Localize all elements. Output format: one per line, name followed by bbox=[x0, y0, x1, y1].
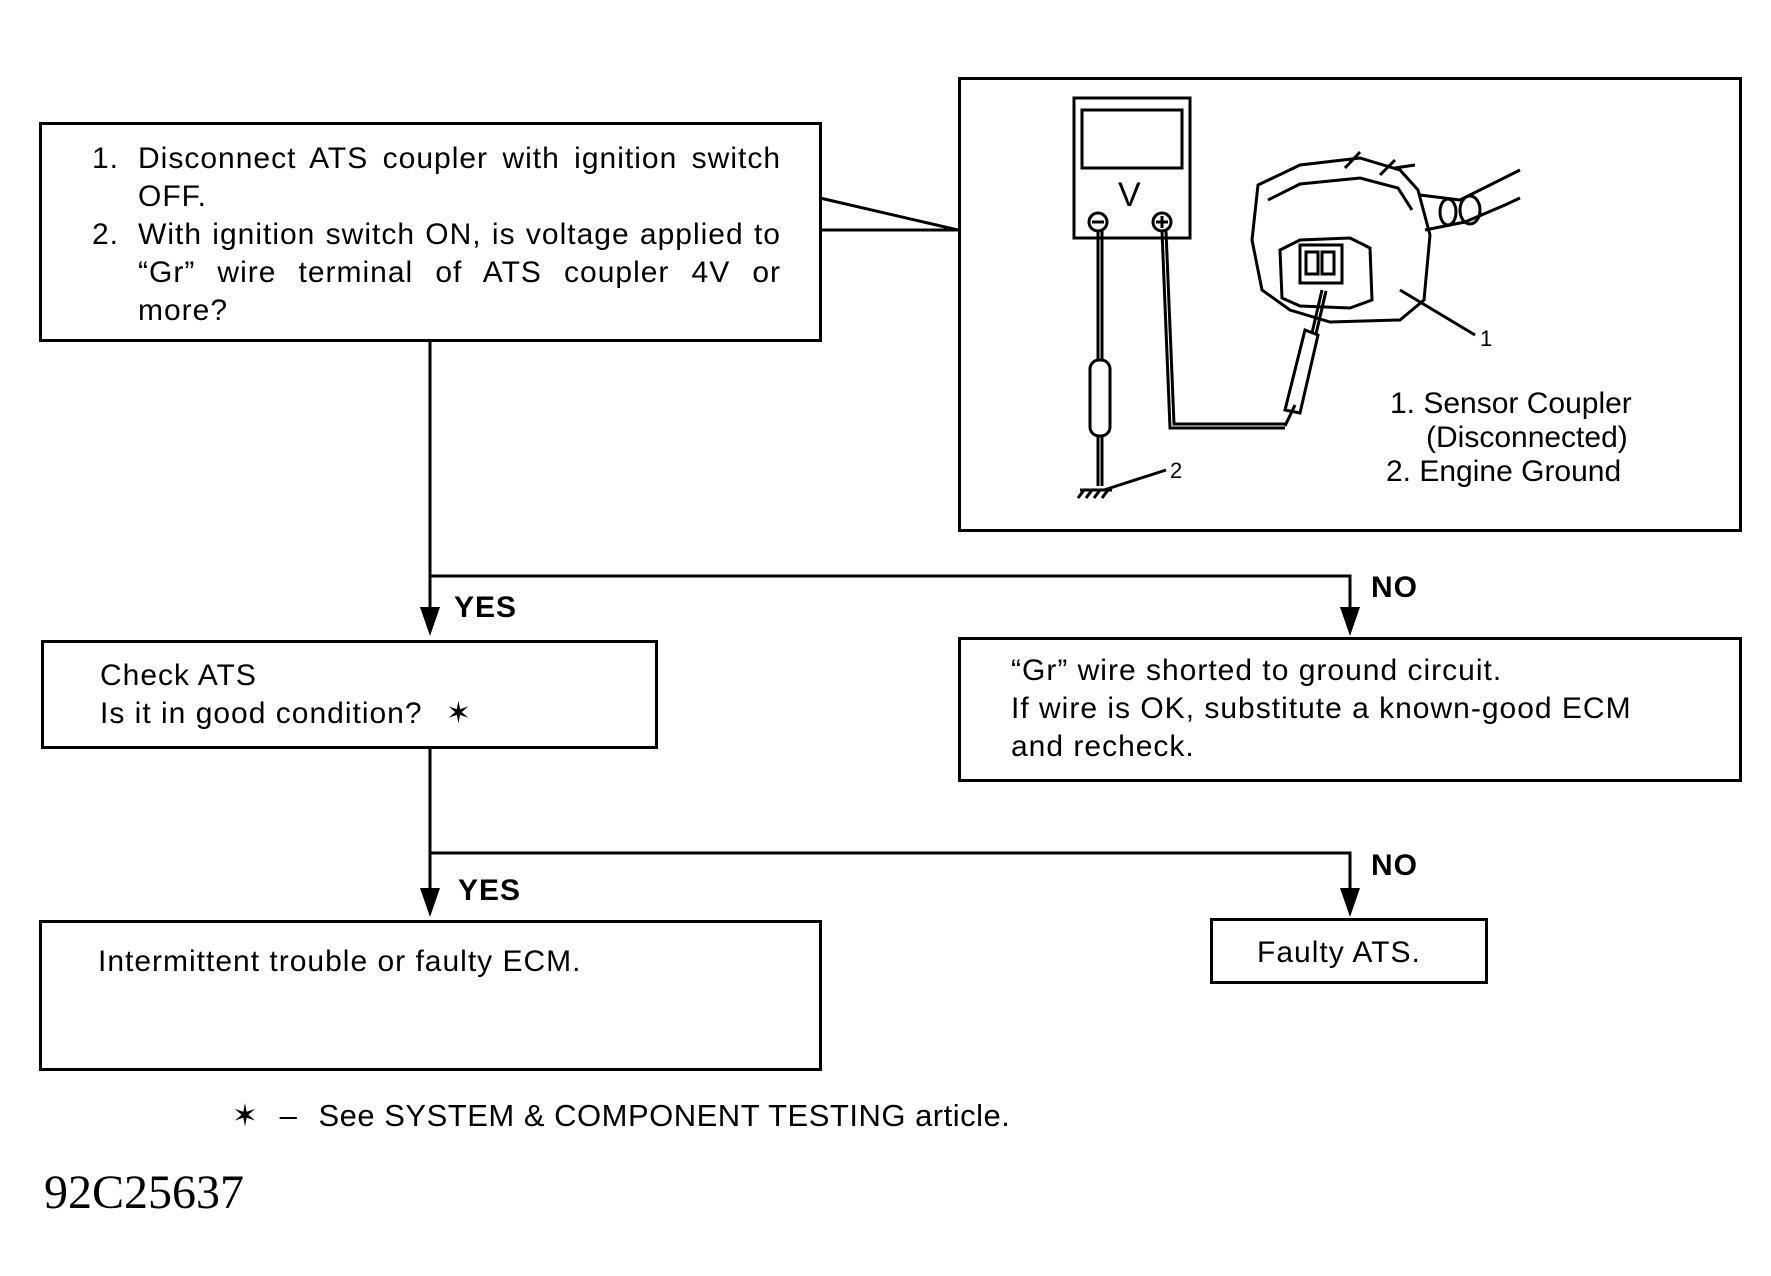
voltmeter-icon bbox=[1072, 96, 1192, 240]
intermittent-box: Intermittent trouble or faulty ECM. bbox=[39, 920, 822, 1071]
check-ats-question: Is it in good condition? ✶ bbox=[100, 697, 473, 730]
figure-id: 92C25637 bbox=[44, 1166, 245, 1219]
branch1-no-line bbox=[430, 574, 1352, 615]
branch2-no-label: NO bbox=[1371, 849, 1418, 882]
branch2-no-line bbox=[430, 851, 1352, 898]
gr-wire-line-1: “Gr” wire shorted to ground circuit. bbox=[1011, 654, 1503, 687]
legend-item-1: 1. Sensor Coupler bbox=[1390, 387, 1632, 420]
pointer-line bbox=[819, 196, 959, 232]
step1-item-1-text: Disconnect ATS coupler with ignition swi… bbox=[138, 142, 781, 213]
step1-item-1: 1. Disconnect ATS coupler with ignition … bbox=[92, 140, 781, 216]
step1-item-2: 2. With ignition switch ON, is voltage a… bbox=[92, 216, 781, 330]
illustration-legend: 1. Sensor Coupler (Disconnected) 2. Engi… bbox=[1386, 387, 1632, 489]
footnote: ✶ – See SYSTEM & COMPONENT TESTING artic… bbox=[232, 1098, 1010, 1134]
asterisk-mark: ✶ bbox=[445, 697, 473, 730]
branch1-no-label: NO bbox=[1371, 571, 1418, 604]
arrowhead-no-1 bbox=[1340, 607, 1360, 636]
voltmeter-illustration bbox=[1072, 96, 1521, 499]
gr-wire-line-2: If wire is OK, substitute a known-good E… bbox=[1011, 692, 1632, 725]
arrowhead-no-2 bbox=[1340, 888, 1360, 917]
footnote-text: See SYSTEM & COMPONENT TESTING article. bbox=[318, 1098, 1011, 1133]
voltmeter-label: V bbox=[1118, 176, 1141, 214]
step1-item-2-text: With ignition switch ON, is voltage appl… bbox=[138, 218, 781, 327]
callout-1-label: 1 bbox=[1480, 326, 1493, 351]
step1-box: 1. Disconnect ATS coupler with ignition … bbox=[39, 122, 822, 342]
intermittent-text: Intermittent trouble or faulty ECM. bbox=[98, 945, 582, 978]
check-ats-box: Check ATS Is it in good condition? ✶ bbox=[41, 640, 658, 749]
sensor-coupler-icon bbox=[1250, 156, 1432, 324]
gr-wire-box: “Gr” wire shorted to ground circuit. If … bbox=[958, 637, 1742, 782]
legend-item-1-note: (Disconnected) bbox=[1426, 421, 1628, 454]
footnote-dash: – bbox=[279, 1098, 298, 1133]
branch1-yes-label: YES bbox=[454, 591, 518, 624]
step1-item-2-number: 2. bbox=[92, 218, 120, 251]
arrowhead-yes-2 bbox=[420, 888, 440, 917]
arrowhead-yes-1 bbox=[420, 607, 440, 636]
check-ats-title: Check ATS bbox=[100, 659, 257, 692]
footnote-mark: ✶ bbox=[232, 1098, 259, 1133]
faulty-ats-text: Faulty ATS. bbox=[1257, 936, 1421, 969]
gr-wire-line-3: and recheck. bbox=[1011, 730, 1195, 763]
faulty-ats-box: Faulty ATS. bbox=[1210, 918, 1488, 984]
legend-item-2: 2. Engine Ground bbox=[1386, 455, 1622, 488]
step1-item-1-number: 1. bbox=[92, 142, 120, 175]
branch2-yes-label: YES bbox=[458, 874, 522, 907]
callout-2-label: 2 bbox=[1170, 458, 1183, 483]
illustration-box bbox=[958, 77, 1742, 532]
